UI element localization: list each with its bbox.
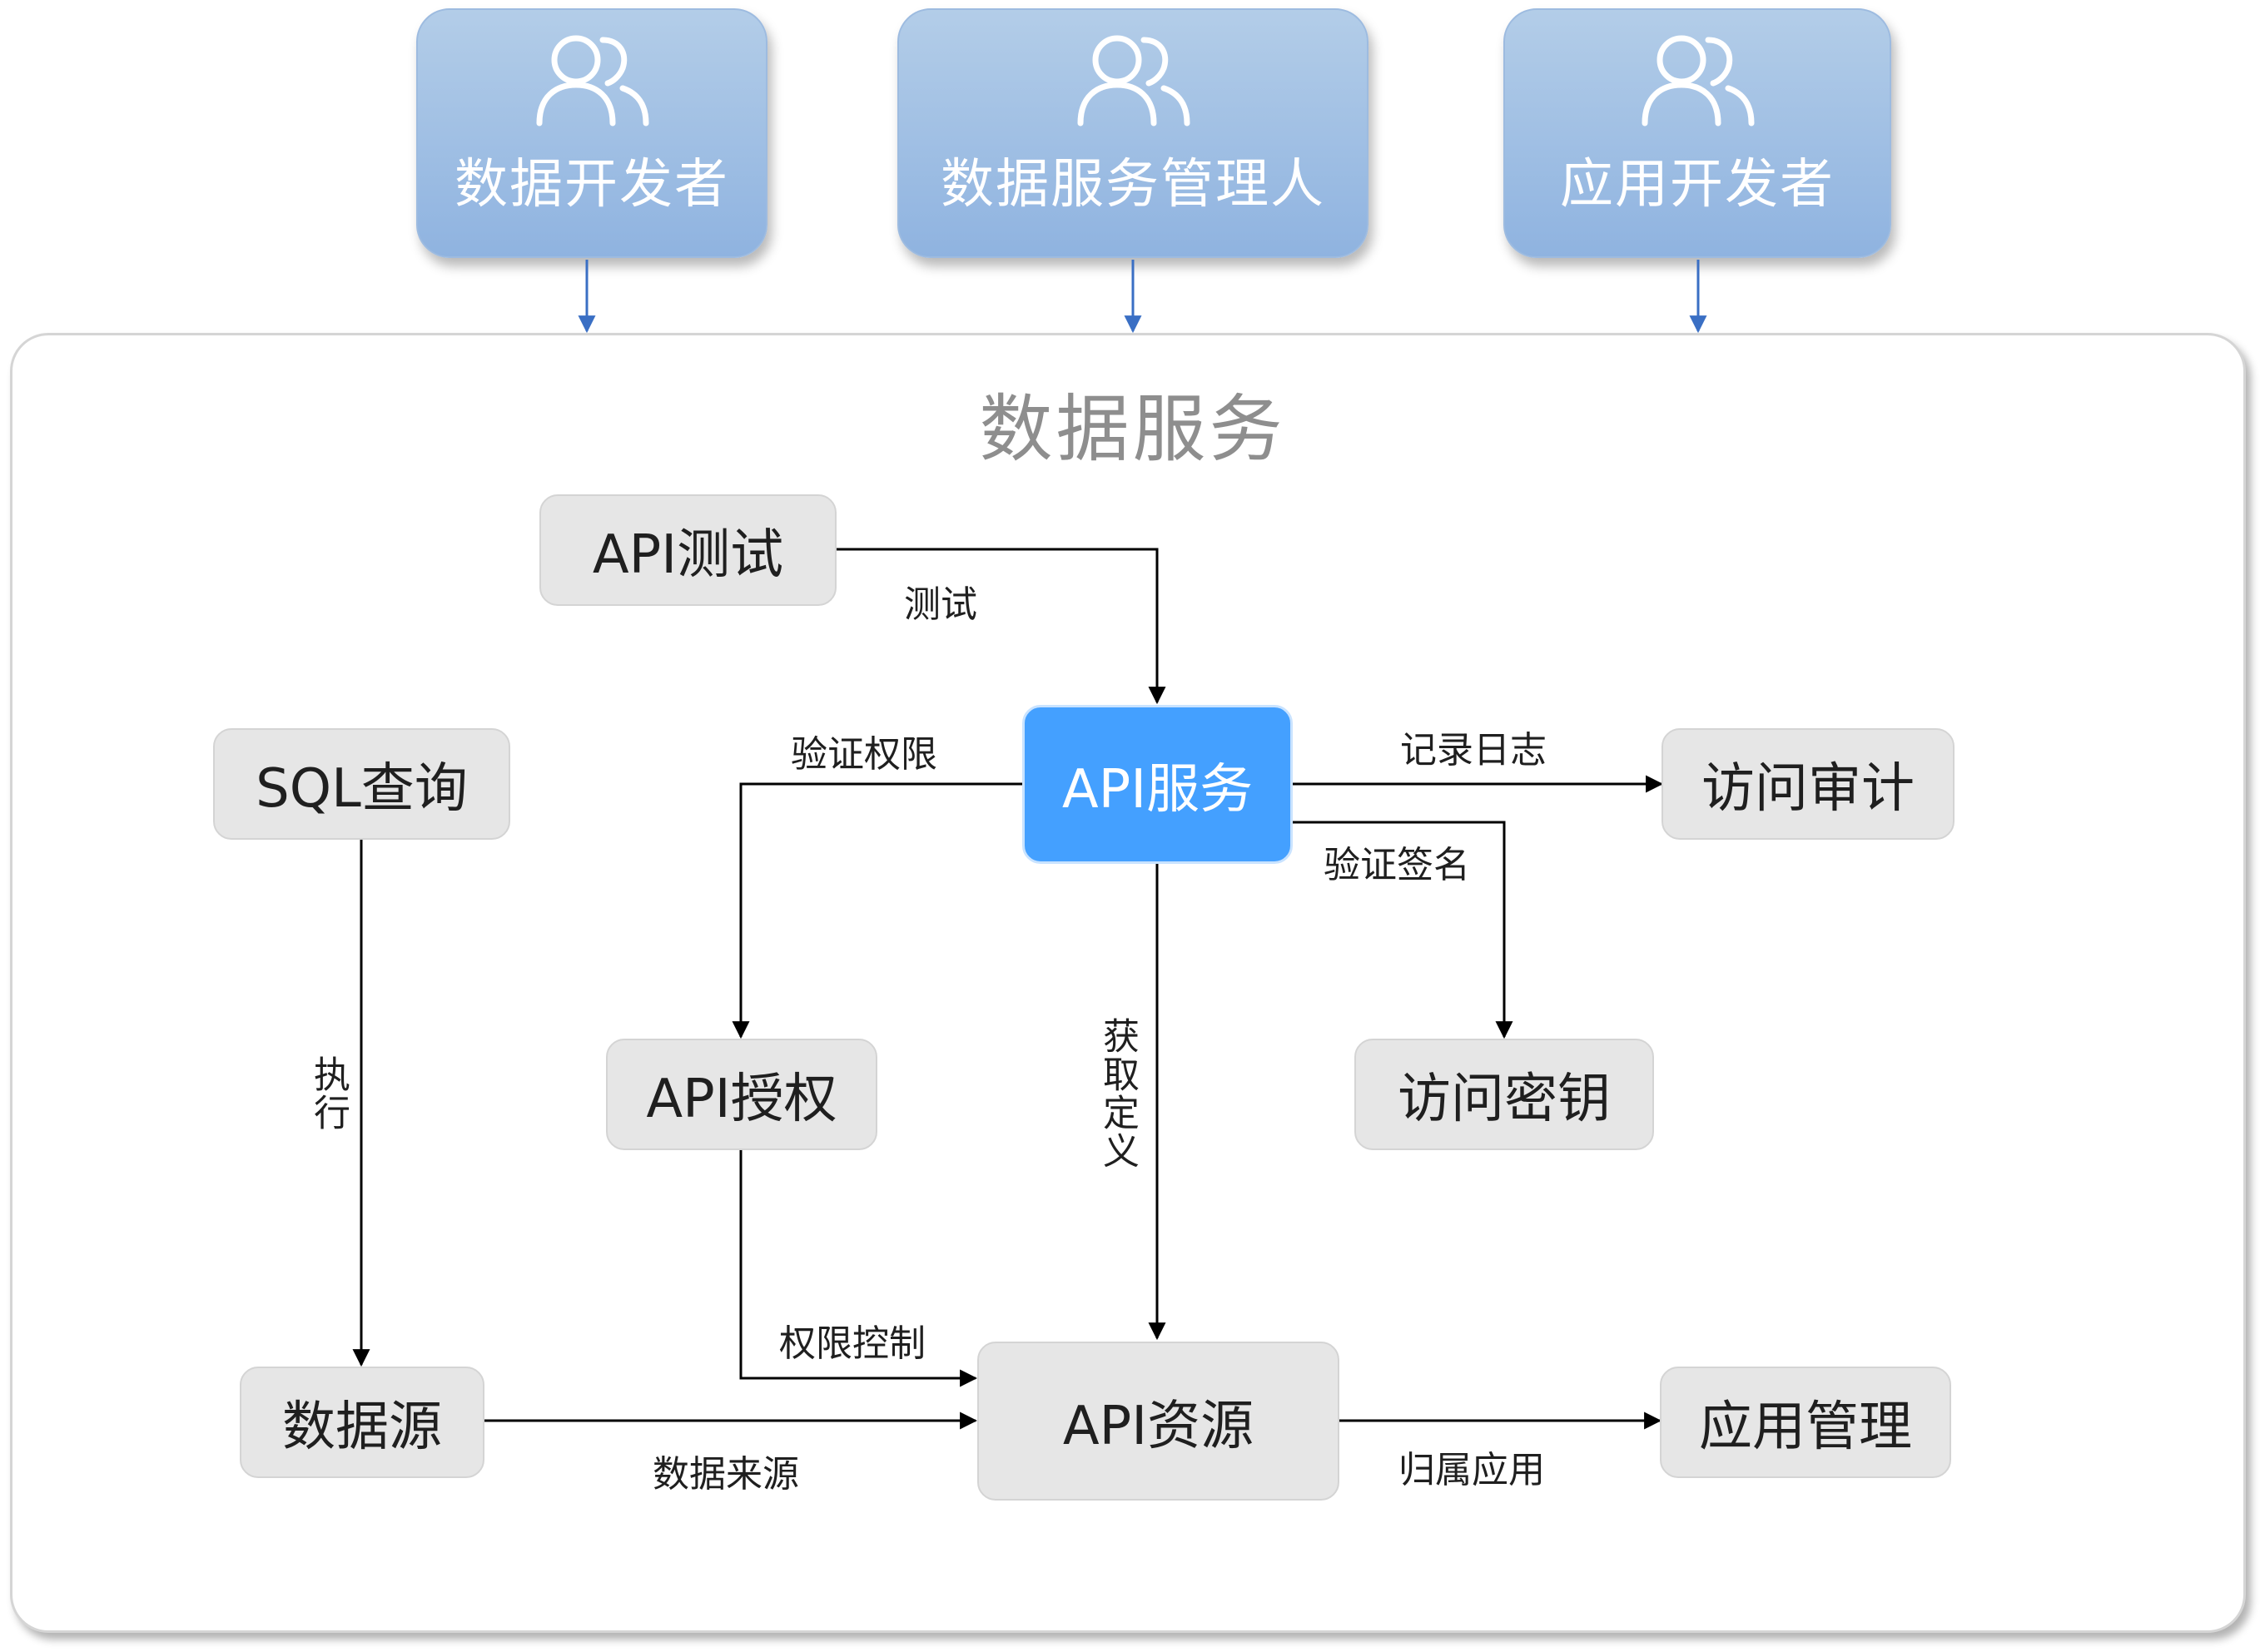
edge-label-verify-signature: 验证签名 [1324, 844, 1470, 886]
actor-app-developer: 应用开发者 [1503, 8, 1891, 258]
node-api-auth: API授权 [606, 1039, 877, 1150]
node-api-resource: API资源 [977, 1342, 1339, 1501]
edge-verify-permission [732, 782, 1022, 1039]
edge-label-record-log: 记录日志 [1400, 729, 1547, 771]
edge-label-data-origin: 数据来源 [653, 1453, 799, 1496]
node-access-key: 访问密钥 [1354, 1039, 1654, 1150]
users-icon [1077, 35, 1190, 127]
edge-label-belongs-to-app: 归属应用 [1398, 1449, 1545, 1491]
edge-permission-control [739, 1150, 978, 1387]
edge-label-verify-permission: 验证权限 [791, 733, 937, 776]
node-api-test: API测试 [539, 494, 837, 606]
edge-verify-signature [1293, 821, 1513, 1039]
edge-label-permission-control: 权限控制 [779, 1322, 926, 1365]
edge-label-get-definition: 获取定义 [1096, 1017, 1139, 1170]
node-access-audit: 访问审计 [1661, 728, 1955, 840]
actor-data-service-manager: 数据服务管理人 [897, 8, 1368, 258]
edge-test [837, 548, 1166, 705]
users-icon [536, 35, 649, 127]
actor-data-developer: 数据开发者 [416, 8, 767, 258]
edge-label-test: 测试 [904, 583, 977, 626]
container-title: 数据服务 [979, 386, 1286, 472]
edge-label-execute: 执行 [307, 1055, 350, 1132]
users-icon [1642, 35, 1755, 127]
node-data-source: 数据源 [240, 1367, 484, 1478]
node-sql-query: SQL查询 [213, 728, 510, 840]
node-api-service: API服务 [1022, 705, 1293, 864]
actor-label: 数据开发者 [454, 154, 729, 216]
actor-label: 数据服务管理人 [941, 154, 1325, 216]
node-app-management: 应用管理 [1660, 1367, 1951, 1478]
actor-label: 应用开发者 [1560, 154, 1835, 216]
